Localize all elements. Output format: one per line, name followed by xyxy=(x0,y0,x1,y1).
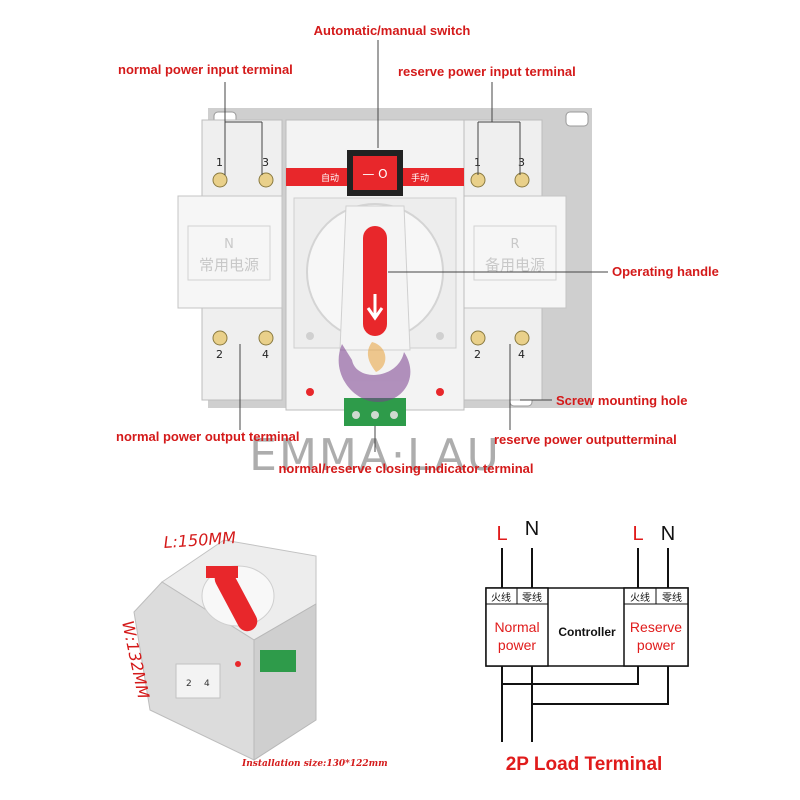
reserve-L-label: L xyxy=(632,523,643,545)
left-cover xyxy=(177,195,283,309)
label-screw-hole: Screw mounting hole xyxy=(556,393,687,408)
installation-size: Installation size:130*122mm xyxy=(241,759,388,769)
top-product-illustration: 1 3 1 3 2 4 2 4 N 常用电源 R 备用电源 自动 手动 — O xyxy=(116,23,719,481)
reserve-fire-wire-label: 火线 xyxy=(630,591,650,604)
terminal-screw xyxy=(390,411,398,419)
reserve-neutral-wire-label: 零线 xyxy=(662,591,682,604)
terminal-screw xyxy=(258,172,274,188)
watermark-text: EMMA·LAU xyxy=(249,430,501,481)
device-side-face xyxy=(253,603,317,761)
small-led xyxy=(235,661,241,667)
controller-label: Controller xyxy=(558,625,616,639)
small-switch-stripe xyxy=(206,566,238,578)
terminal-2-small: 2 xyxy=(186,679,192,689)
left-cover-label-frame xyxy=(187,225,271,281)
label-normal-input: normal power input terminal xyxy=(118,62,293,77)
label-reserve-input: reserve power input terminal xyxy=(398,64,576,79)
label-reserve-output: reserve power outputterminal xyxy=(494,432,677,447)
normal-power-line2: power xyxy=(498,637,536,653)
terminal-screw xyxy=(470,330,486,346)
left-cover-text: 常用电源 xyxy=(199,256,259,274)
right-screw-hole-top xyxy=(565,111,589,127)
label-auto-manual-switch: Automatic/manual switch xyxy=(314,23,471,38)
terminal-4-right: 4 xyxy=(518,348,525,361)
terminal-screw xyxy=(212,172,228,188)
logo-flame xyxy=(367,342,386,372)
terminal-4-left: 4 xyxy=(262,348,269,361)
reserve-power-line1: Reserve xyxy=(630,619,682,635)
normal-N-label: N xyxy=(525,518,539,540)
terminal-2-right: 2 xyxy=(474,348,481,361)
terminal-screw xyxy=(371,411,379,419)
right-cover-text: 备用电源 xyxy=(485,256,545,274)
right-cover xyxy=(461,195,567,309)
watermark-logo xyxy=(338,342,411,402)
small-indicator-terminal xyxy=(260,650,296,672)
switch-manual-text: 手动 xyxy=(411,172,429,184)
terminal-screw xyxy=(514,172,530,188)
dimension-illustration: 2 4 L:150MM W:132MM Installation size:13… xyxy=(118,528,388,769)
right-cover-letter: R xyxy=(510,237,519,252)
terminal-4-small: 4 xyxy=(204,679,210,689)
terminal-screw xyxy=(258,330,274,346)
reserve-indicator-led xyxy=(436,388,444,396)
wiring-diagram: L N L N 火线 零线 Normal power Controller 火线… xyxy=(485,518,689,775)
wire-reserve-N-out xyxy=(532,666,669,705)
normal-power-line1: Normal xyxy=(494,619,539,635)
terminal-screw xyxy=(352,411,360,419)
logo-swirl xyxy=(338,344,411,402)
reserve-power-line2: power xyxy=(637,637,675,653)
device-terminal-block xyxy=(175,663,221,699)
arrow-down-icon xyxy=(366,294,384,321)
normal-L-label: L xyxy=(496,523,507,545)
body-screw xyxy=(436,332,444,340)
left-cover-letter: N xyxy=(224,237,234,252)
switch-rocker-text: — O xyxy=(362,167,387,181)
wire-reserve-L-out xyxy=(502,666,639,685)
terminal-2-left: 2 xyxy=(216,348,223,361)
auto-manual-rocker[interactable] xyxy=(353,156,397,190)
terminal-3-left: 3 xyxy=(262,156,269,169)
normal-indicator-led xyxy=(306,388,314,396)
small-operating-handle xyxy=(214,568,258,632)
terminal-1-left: 1 xyxy=(216,156,223,169)
normal-neutral-wire-label: 零线 xyxy=(522,591,542,604)
label-normal-output: normal power output terminal xyxy=(116,429,299,444)
switch-auto-text: 自动 xyxy=(321,172,339,184)
label-closing-indicator: normal/reserve closing indicator termina… xyxy=(278,461,533,476)
right-cover-label-frame xyxy=(473,225,557,281)
terminal-3-right: 3 xyxy=(518,156,525,169)
load-terminal-caption: 2P Load Terminal xyxy=(506,754,663,775)
terminal-screw xyxy=(514,330,530,346)
terminal-screw xyxy=(212,330,228,346)
normal-fire-wire-label: 火线 xyxy=(491,591,511,604)
terminal-screw xyxy=(470,172,486,188)
label-operating-handle: Operating handle xyxy=(612,264,719,279)
body-screw xyxy=(306,332,314,340)
reserve-N-label: N xyxy=(661,523,675,545)
